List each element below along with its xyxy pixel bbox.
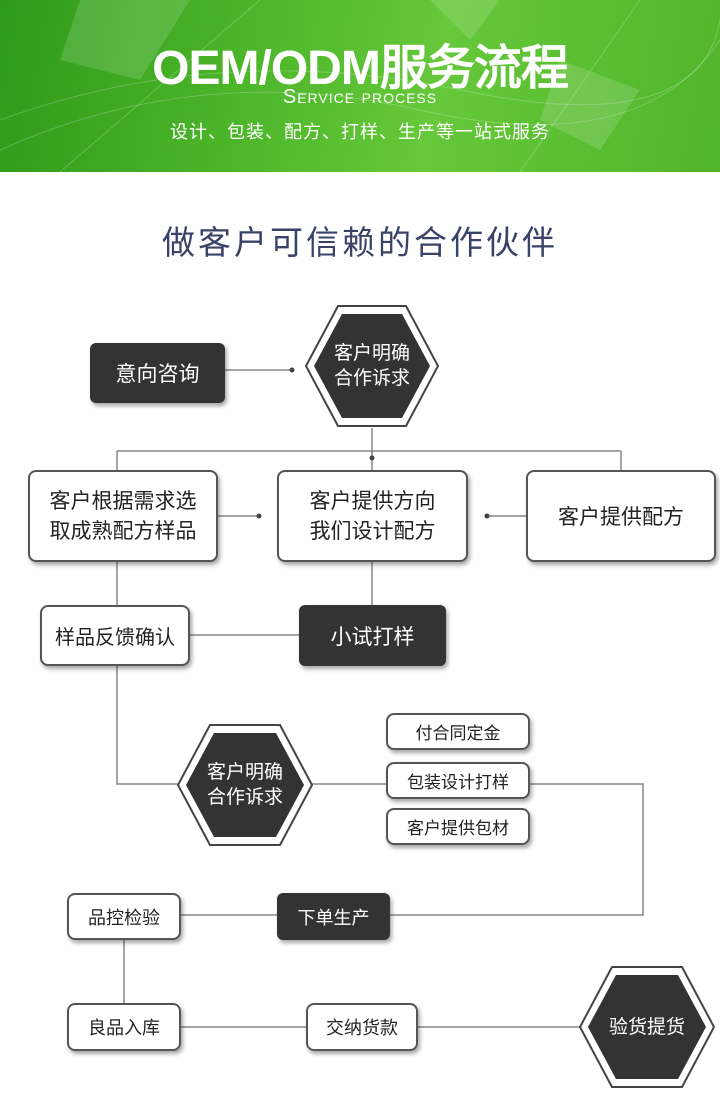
node-label: 良品入库 — [88, 1018, 160, 1039]
node-label: 包装设计打样 — [407, 773, 509, 793]
connector-dot — [256, 513, 262, 519]
connector-dot — [289, 367, 295, 373]
node-label: 交纳货款 — [326, 1018, 398, 1039]
header-banner: OEM/ODM服务流程 Service process 设计、包装、配方、打样、… — [0, 0, 720, 172]
node-label: 样品反馈确认 — [55, 625, 175, 649]
node-label: 客户明确 合作诉求 — [333, 342, 410, 389]
node-clarify-mid-hexagon — [176, 724, 314, 846]
connector-line — [116, 666, 178, 785]
node-label: 意向咨询 — [115, 362, 200, 386]
node-inspect-pickup-hexagon — [578, 966, 716, 1088]
banner-tagline: 设计、包装、配方、打样、生产等一站式服务 — [170, 122, 550, 143]
node-quality-check: 品控检验 — [67, 893, 181, 940]
section-heading: 做客户可信赖的合作伙伴 — [162, 223, 558, 262]
node-label: 验货提货 — [608, 1015, 685, 1038]
node-label: 品控检验 — [88, 907, 160, 929]
node-label: 小试打样 — [330, 624, 415, 649]
node-customer-packaging: 客户提供包材 — [386, 808, 530, 845]
node-sample-feedback: 样品反馈确认 — [40, 605, 190, 666]
banner-title: OEM/ODM服务流程 — [152, 42, 569, 95]
node-label: 客户提供方向 我们设计配方 — [309, 488, 436, 543]
node-packaging-design: 包装设计打样 — [386, 762, 530, 799]
node-pay-balance: 交纳货款 — [306, 1003, 418, 1051]
node-place-order: 下单生产 — [277, 893, 390, 940]
node-label: 客户根据需求选 取成熟配方样品 — [49, 488, 197, 543]
node-good-storage: 良品入库 — [67, 1003, 181, 1051]
connector-line — [390, 783, 644, 916]
node-label: 客户提供配方 — [558, 505, 684, 529]
connector-dot — [484, 513, 490, 519]
node-label: 客户明确 合作诉求 — [206, 761, 283, 808]
node-clarify-mid: 客户明确 合作诉求 — [186, 737, 304, 833]
node-customer-direction: 客户提供方向 我们设计配方 — [277, 470, 468, 562]
node-choose-mature-formula: 客户根据需求选 取成熟配方样品 — [28, 470, 218, 562]
node-pay-deposit: 付合同定金 — [386, 713, 530, 750]
connector-dot — [369, 455, 375, 461]
node-clarify-top: 客户明确 合作诉求 — [314, 318, 430, 414]
node-customer-formula: 客户提供配方 — [526, 470, 716, 562]
node-label: 客户提供包材 — [407, 819, 509, 839]
node-inspect-pickup: 验货提货 — [588, 979, 706, 1075]
node-intent-inquiry: 意向咨询 — [90, 343, 225, 403]
node-small-trial: 小试打样 — [299, 605, 446, 666]
node-clarify-top-hexagon — [304, 305, 440, 427]
banner-pattern — [0, 0, 720, 172]
node-label: 付合同定金 — [415, 724, 501, 744]
node-label: 下单生产 — [297, 907, 370, 929]
banner-subtitle: Service process — [282, 86, 438, 108]
